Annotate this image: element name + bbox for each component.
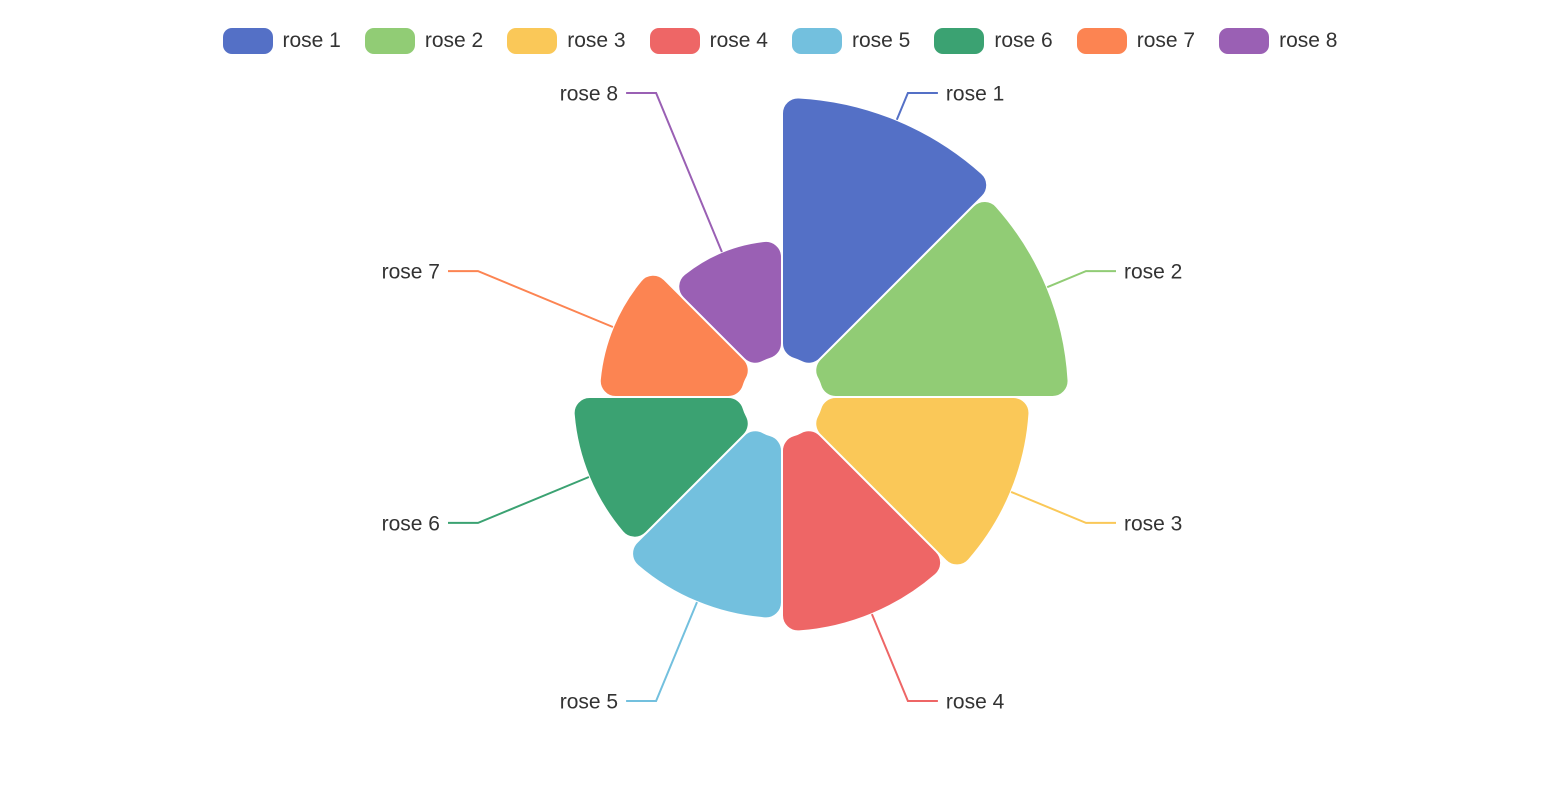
sectors-layer — [572, 96, 1070, 633]
legend-swatch-rose-3 — [507, 28, 558, 54]
slice-label-rose-7: rose 7 — [382, 260, 440, 283]
sector-rose-8[interactable] — [677, 239, 783, 365]
legend-label-rose-4: rose 4 — [709, 29, 768, 52]
legend-swatch-rose-4 — [649, 28, 700, 54]
legend-swatch-rose-7 — [1076, 28, 1127, 54]
legend-swatch-rose-1 — [222, 28, 273, 54]
legend-label-rose-5: rose 5 — [852, 29, 911, 52]
legend-label-rose-6: rose 6 — [994, 29, 1053, 52]
legend-label-rose-1: rose 1 — [282, 29, 341, 52]
legend-item-rose-1[interactable]: rose 1 — [222, 28, 341, 54]
legend-item-rose-7[interactable]: rose 7 — [1076, 28, 1196, 54]
label-line-rose-4 — [870, 613, 938, 702]
legend-swatch-rose-5 — [792, 28, 842, 54]
label-line-rose-2 — [1046, 270, 1116, 289]
legend-label-rose-3: rose 3 — [567, 29, 626, 52]
label-line-rose-6 — [448, 476, 590, 524]
legend-swatch-rose-6 — [934, 28, 985, 54]
label-line-rose-7 — [448, 270, 614, 328]
legend-item-rose-3[interactable]: rose 3 — [507, 28, 626, 54]
slice-label-rose-6: rose 6 — [382, 512, 440, 535]
legend-item-rose-8[interactable]: rose 8 — [1219, 28, 1338, 54]
slice-label-rose-2: rose 2 — [1124, 260, 1182, 283]
legend-item-rose-4[interactable]: rose 4 — [649, 28, 768, 54]
legend-label-rose-8: rose 8 — [1279, 29, 1338, 52]
slice-label-rose-1: rose 1 — [946, 82, 1004, 105]
slice-label-rose-5: rose 5 — [560, 690, 618, 713]
label-line-rose-8 — [626, 92, 723, 253]
legend: rose 1 rose 2 rose 3 rose 4 rose 5 rose 6 rose… — [0, 28, 1560, 54]
sector-rose-3[interactable] — [814, 396, 1031, 567]
slice-label-rose-4: rose 4 — [946, 690, 1005, 713]
sector-rose-4[interactable] — [781, 429, 943, 633]
legend-label-rose-7: rose 7 — [1136, 29, 1196, 52]
sector-rose-2[interactable] — [814, 200, 1070, 398]
label-line-rose-1 — [895, 92, 938, 121]
legend-swatch-rose-8 — [1219, 28, 1270, 54]
slice-label-rose-8: rose 8 — [560, 82, 618, 105]
sector-rose-1[interactable] — [781, 96, 989, 365]
legend-label-rose-2: rose 2 — [424, 29, 484, 52]
slice-label-rose-3: rose 3 — [1124, 512, 1182, 535]
sector-rose-6[interactable] — [572, 396, 750, 539]
sector-rose-5[interactable] — [631, 429, 783, 620]
label-line-rose-3 — [1010, 490, 1116, 524]
labels-layer: rose 1 rose 2 rose 3 rose 4 rose 5 rose 6 rose… — [382, 82, 1183, 713]
legend-item-rose-5[interactable]: rose 5 — [792, 28, 910, 54]
legend-swatch-rose-2 — [364, 28, 415, 54]
sector-rose-7[interactable] — [598, 273, 750, 398]
legend-item-rose-2[interactable]: rose 2 — [364, 28, 484, 54]
legend-item-rose-6[interactable]: rose 6 — [934, 28, 1053, 54]
label-line-rose-5 — [626, 601, 698, 702]
